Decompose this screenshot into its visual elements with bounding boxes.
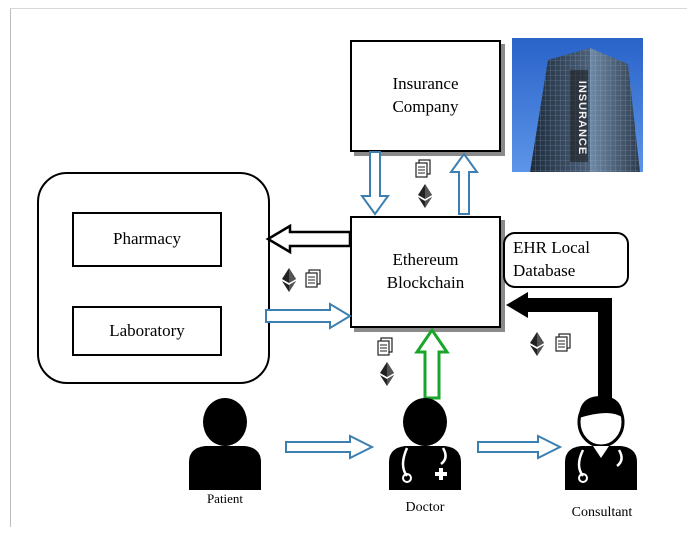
insurance-building-image: INSURANCE [512,38,643,172]
ethereum-blockchain-label: Ethereum Blockchain [386,250,465,292]
ethereum-icon [282,268,296,292]
arrow-insurance-to-blockchain [360,151,390,216]
doctor-label: Doctor [405,500,445,515]
document-icon [415,159,431,178]
laboratory-label: Laboratory [109,320,185,340]
arrow-consultant-to-blockchain [506,292,612,405]
consultant-icon [565,396,637,490]
doctor-icon [389,398,461,490]
laboratory-box: Laboratory [72,306,222,356]
arrow-patient-to-doctor [285,434,375,460]
arrow-doctor-to-consultant [477,434,563,460]
document-icon [555,333,571,352]
patient-icon [189,398,261,490]
patient-label: Patient [206,491,244,506]
ehr-local-database-label: EHR Local Database [513,238,590,280]
building-sign: INSURANCE [576,81,588,155]
ethereum-icon [380,362,394,386]
pharmacy-box: Pharmacy [72,212,222,267]
ethereum-icon [530,332,544,356]
arrow-laboratory-to-blockchain [265,302,352,330]
arrow-blockchain-to-pharmacy [265,223,352,255]
pharmacy-label: Pharmacy [113,229,181,249]
figure-frame [10,8,687,527]
ethereum-blockchain-box: Ethereum Blockchain [350,216,501,328]
arrow-blockchain-to-insurance [449,152,479,215]
document-icon [377,337,393,356]
ethereum-icon [418,184,432,208]
insurance-company-box: Insurance Company [350,40,501,152]
consultant-label: Consultant [571,505,633,520]
ehr-local-database-box: EHR Local Database [503,232,629,288]
document-icon [305,269,321,288]
insurance-company-label: Insurance Company [392,74,459,116]
arrow-doctor-to-blockchain [414,327,450,400]
